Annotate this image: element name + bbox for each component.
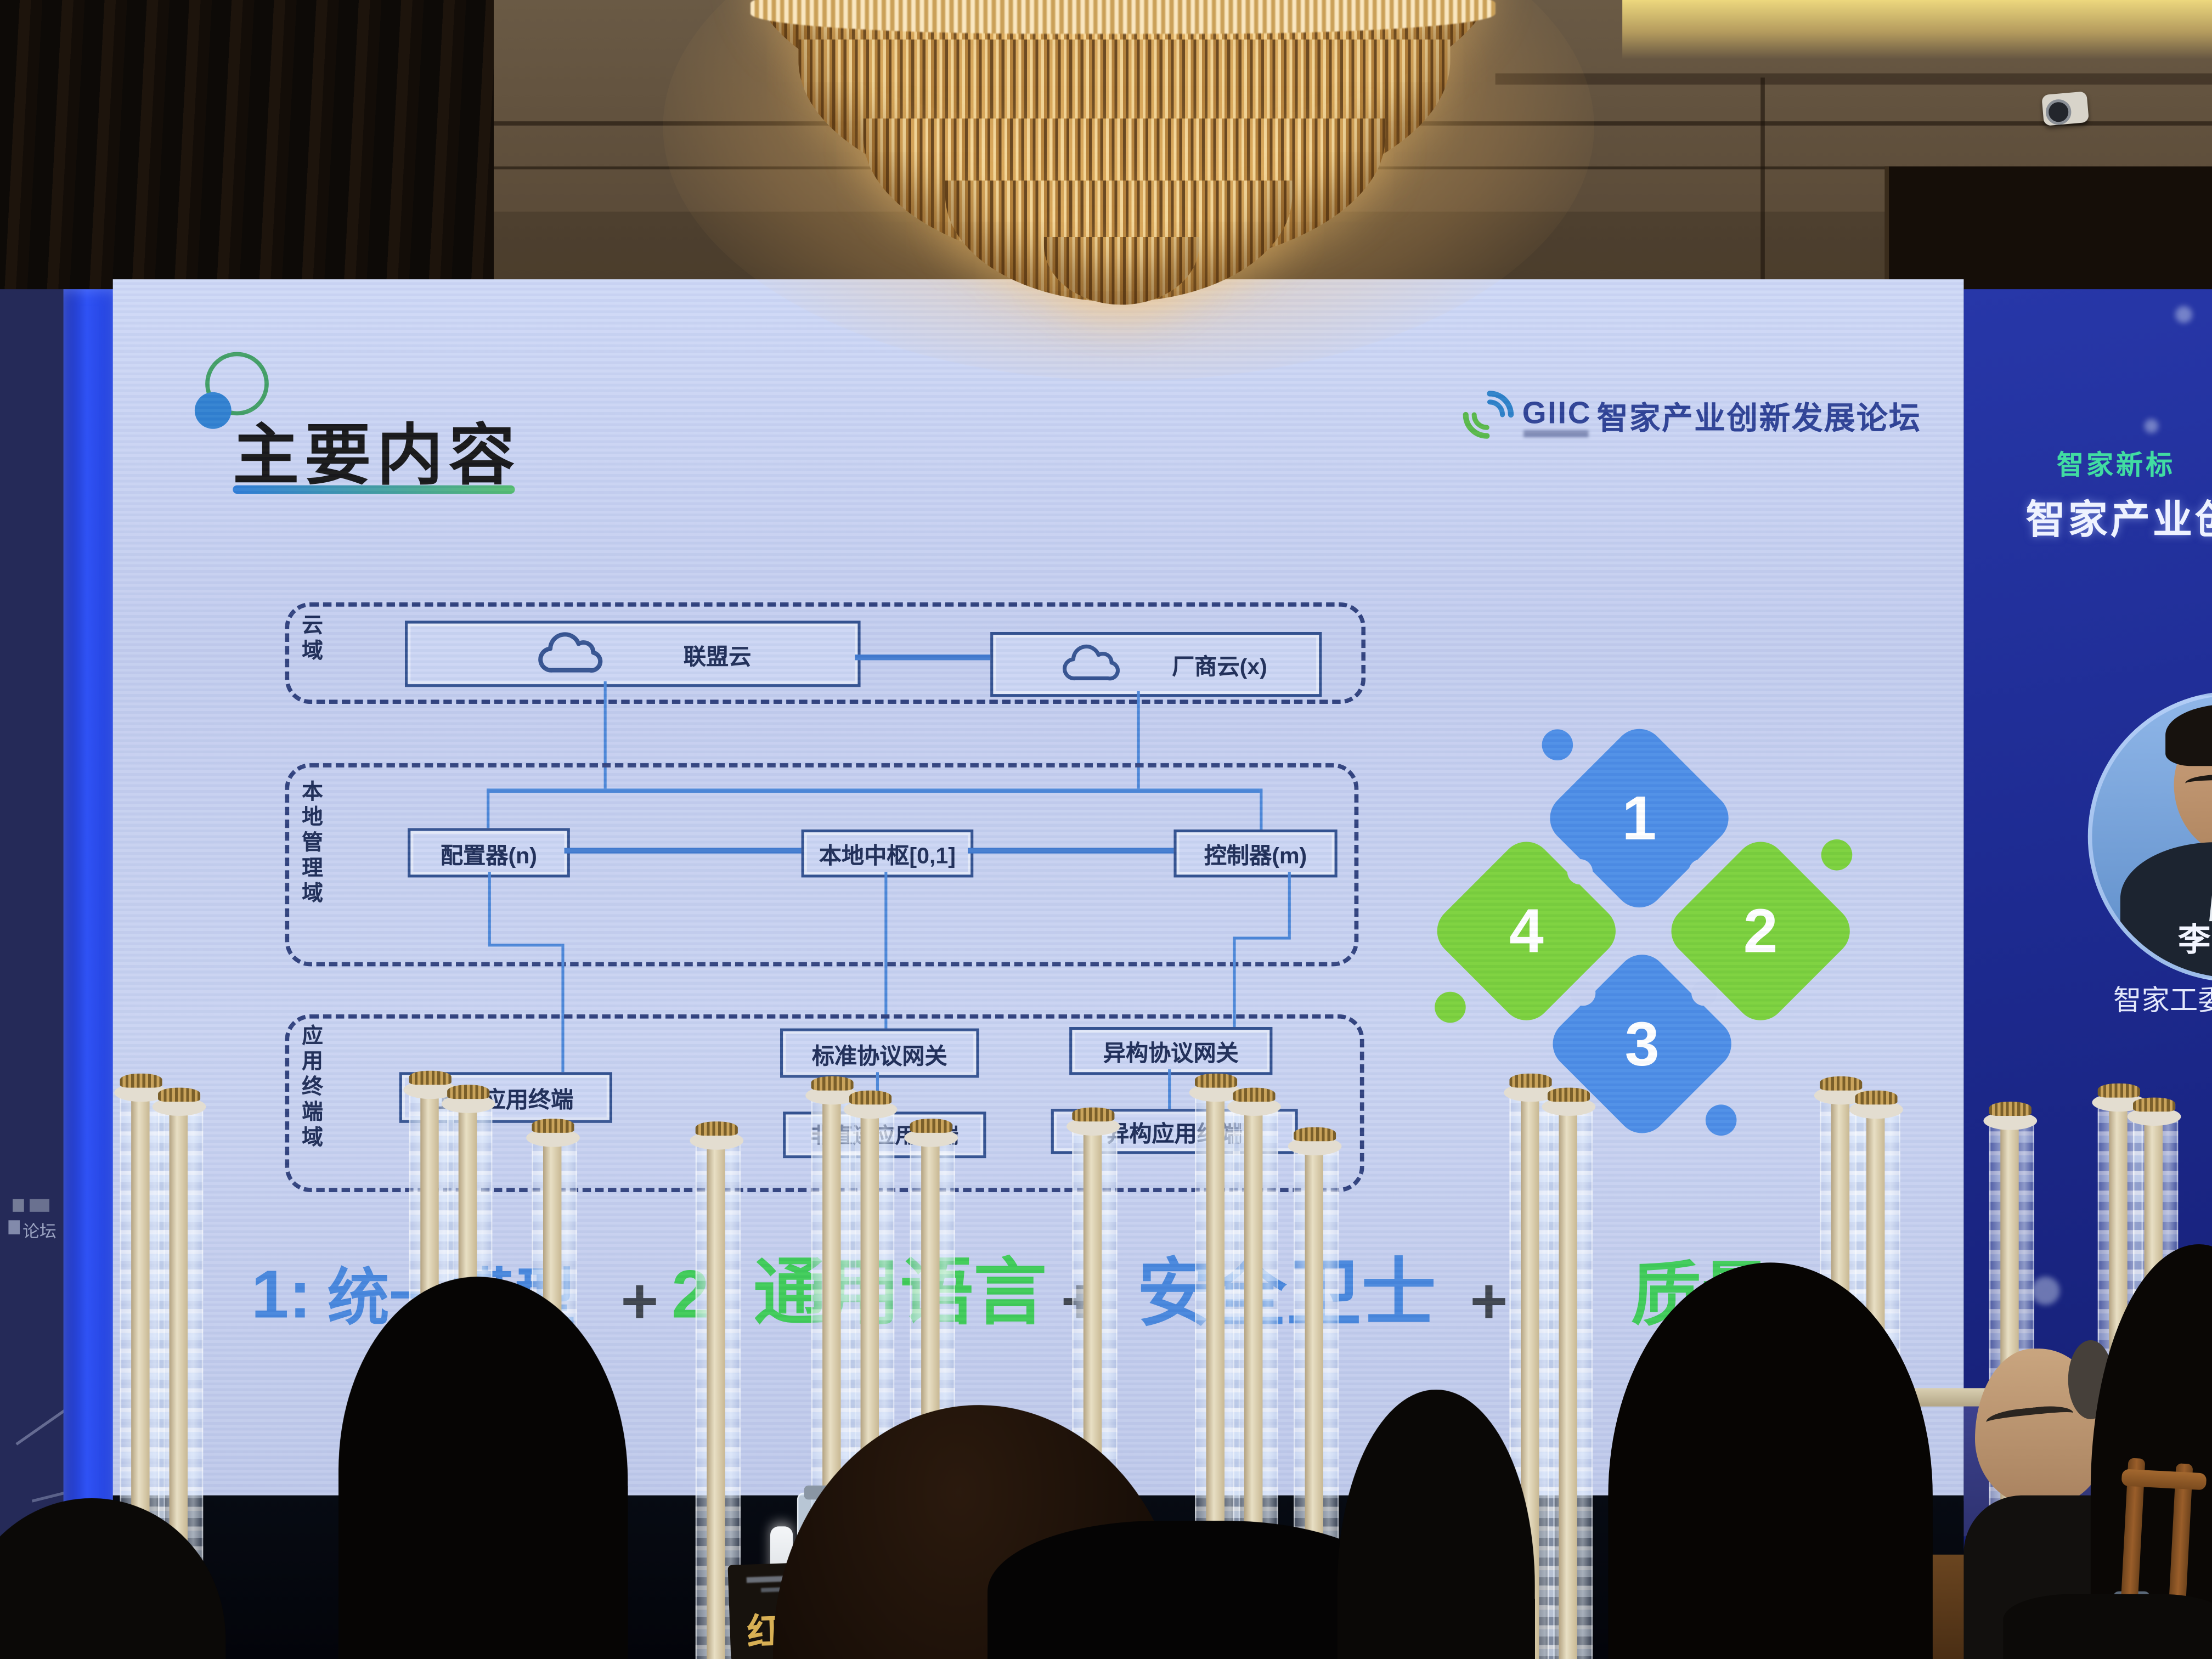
node-hetero-gateway: 异构协议网关 (1069, 1027, 1273, 1075)
node-standard-gateway: 标准协议网关 (780, 1028, 979, 1078)
node-controller: 控制器(m) (1173, 830, 1338, 878)
connector (968, 848, 1174, 854)
node-configurator: 配置器(n) (408, 828, 570, 878)
puzzle-number-4: 4 (1509, 896, 1544, 966)
audience-head (1608, 1262, 1933, 1659)
speaker-name: 李 (2178, 921, 2211, 958)
connector (561, 944, 565, 1073)
left-backdrop: 论坛 (0, 289, 116, 1659)
giic-subtext (1523, 430, 1589, 438)
screen-edge-glow (63, 289, 116, 1559)
connector (488, 872, 491, 944)
node-vendor-cloud: 厂商云(x) (990, 632, 1322, 697)
formula-seg-lang: 通用语言 (753, 1252, 1047, 1335)
connector (487, 788, 490, 828)
giic-brand: GIIC (1522, 395, 1592, 431)
speaker-org: 智家工委 (2113, 986, 2212, 1017)
connector (1288, 872, 1291, 937)
domain-app-label: 应用终端域 (299, 1024, 323, 1152)
puzzle-tab (1705, 1104, 1737, 1136)
connector (1233, 936, 1236, 1027)
backdrop-subtitle: 智家新标 (2057, 451, 2176, 481)
domain-cloud-label: 云域 (299, 613, 323, 665)
puzzle-tab (1542, 729, 1573, 760)
puzzle-number-1: 1 (1622, 783, 1657, 853)
puzzle-tab (1435, 991, 1466, 1023)
formula-seg-1: 1: (251, 1258, 312, 1333)
connector (487, 788, 1260, 793)
cloud-icon (1062, 645, 1120, 681)
puzzle-graphic: 1 2 3 4 (1435, 729, 1853, 1136)
connector (1260, 788, 1263, 838)
connector (564, 848, 802, 854)
puzzle-notch (1691, 980, 1717, 1006)
domain-local (285, 763, 1359, 967)
speaker-hair (2165, 704, 2212, 766)
formula-seg-security: 安全卫士 (1137, 1252, 1436, 1336)
formula-plus: + (1470, 1264, 1508, 1338)
connector (488, 944, 562, 947)
puzzle-notch (1570, 980, 1596, 1006)
node-local-hub: 本地中枢[0,1] (801, 830, 974, 878)
puzzle-tab (1821, 839, 1853, 871)
bubble-pillar (1542, 1087, 1596, 1659)
connector (603, 681, 607, 789)
forum-title: 智家产业创新发展论坛 (1596, 400, 1922, 436)
connector (855, 654, 991, 661)
backdrop-title: 智家产业创 (2025, 498, 2212, 542)
formula-plus: + (620, 1264, 659, 1338)
speaker-suit (2120, 842, 2212, 978)
domain-cloud (285, 602, 1366, 704)
puzzle-notch (1689, 859, 1714, 885)
node-alliance-cloud: 联盟云 (405, 620, 861, 687)
audience-head (338, 1277, 628, 1659)
connector (1168, 1069, 1171, 1109)
security-camera-icon (2041, 91, 2090, 126)
slide-logo (194, 352, 269, 429)
slide-title: 主要内容 (233, 417, 521, 493)
cloud-icon (539, 631, 603, 672)
cove-light (1622, 0, 2212, 59)
curtains (0, 0, 494, 291)
audience-shoulder (988, 1521, 1397, 1659)
left-backdrop-fragment: 论坛 (22, 1221, 57, 1242)
puzzle-number-3: 3 (1625, 1009, 1660, 1078)
giic-logo-icon (1463, 391, 1514, 439)
puzzle-number-2: 2 (1743, 896, 1778, 966)
connector (1233, 936, 1291, 940)
connector (884, 872, 888, 1029)
speaker-glasses (2185, 774, 2212, 797)
audience-shoulder (2003, 1594, 2212, 1659)
domain-local-label: 本地管理域 (299, 780, 323, 907)
title-underline (233, 485, 515, 494)
puzzle-notch (1567, 859, 1593, 885)
doorway (1884, 166, 2212, 291)
camera-lens (2045, 98, 2073, 126)
connector (1137, 691, 1140, 789)
